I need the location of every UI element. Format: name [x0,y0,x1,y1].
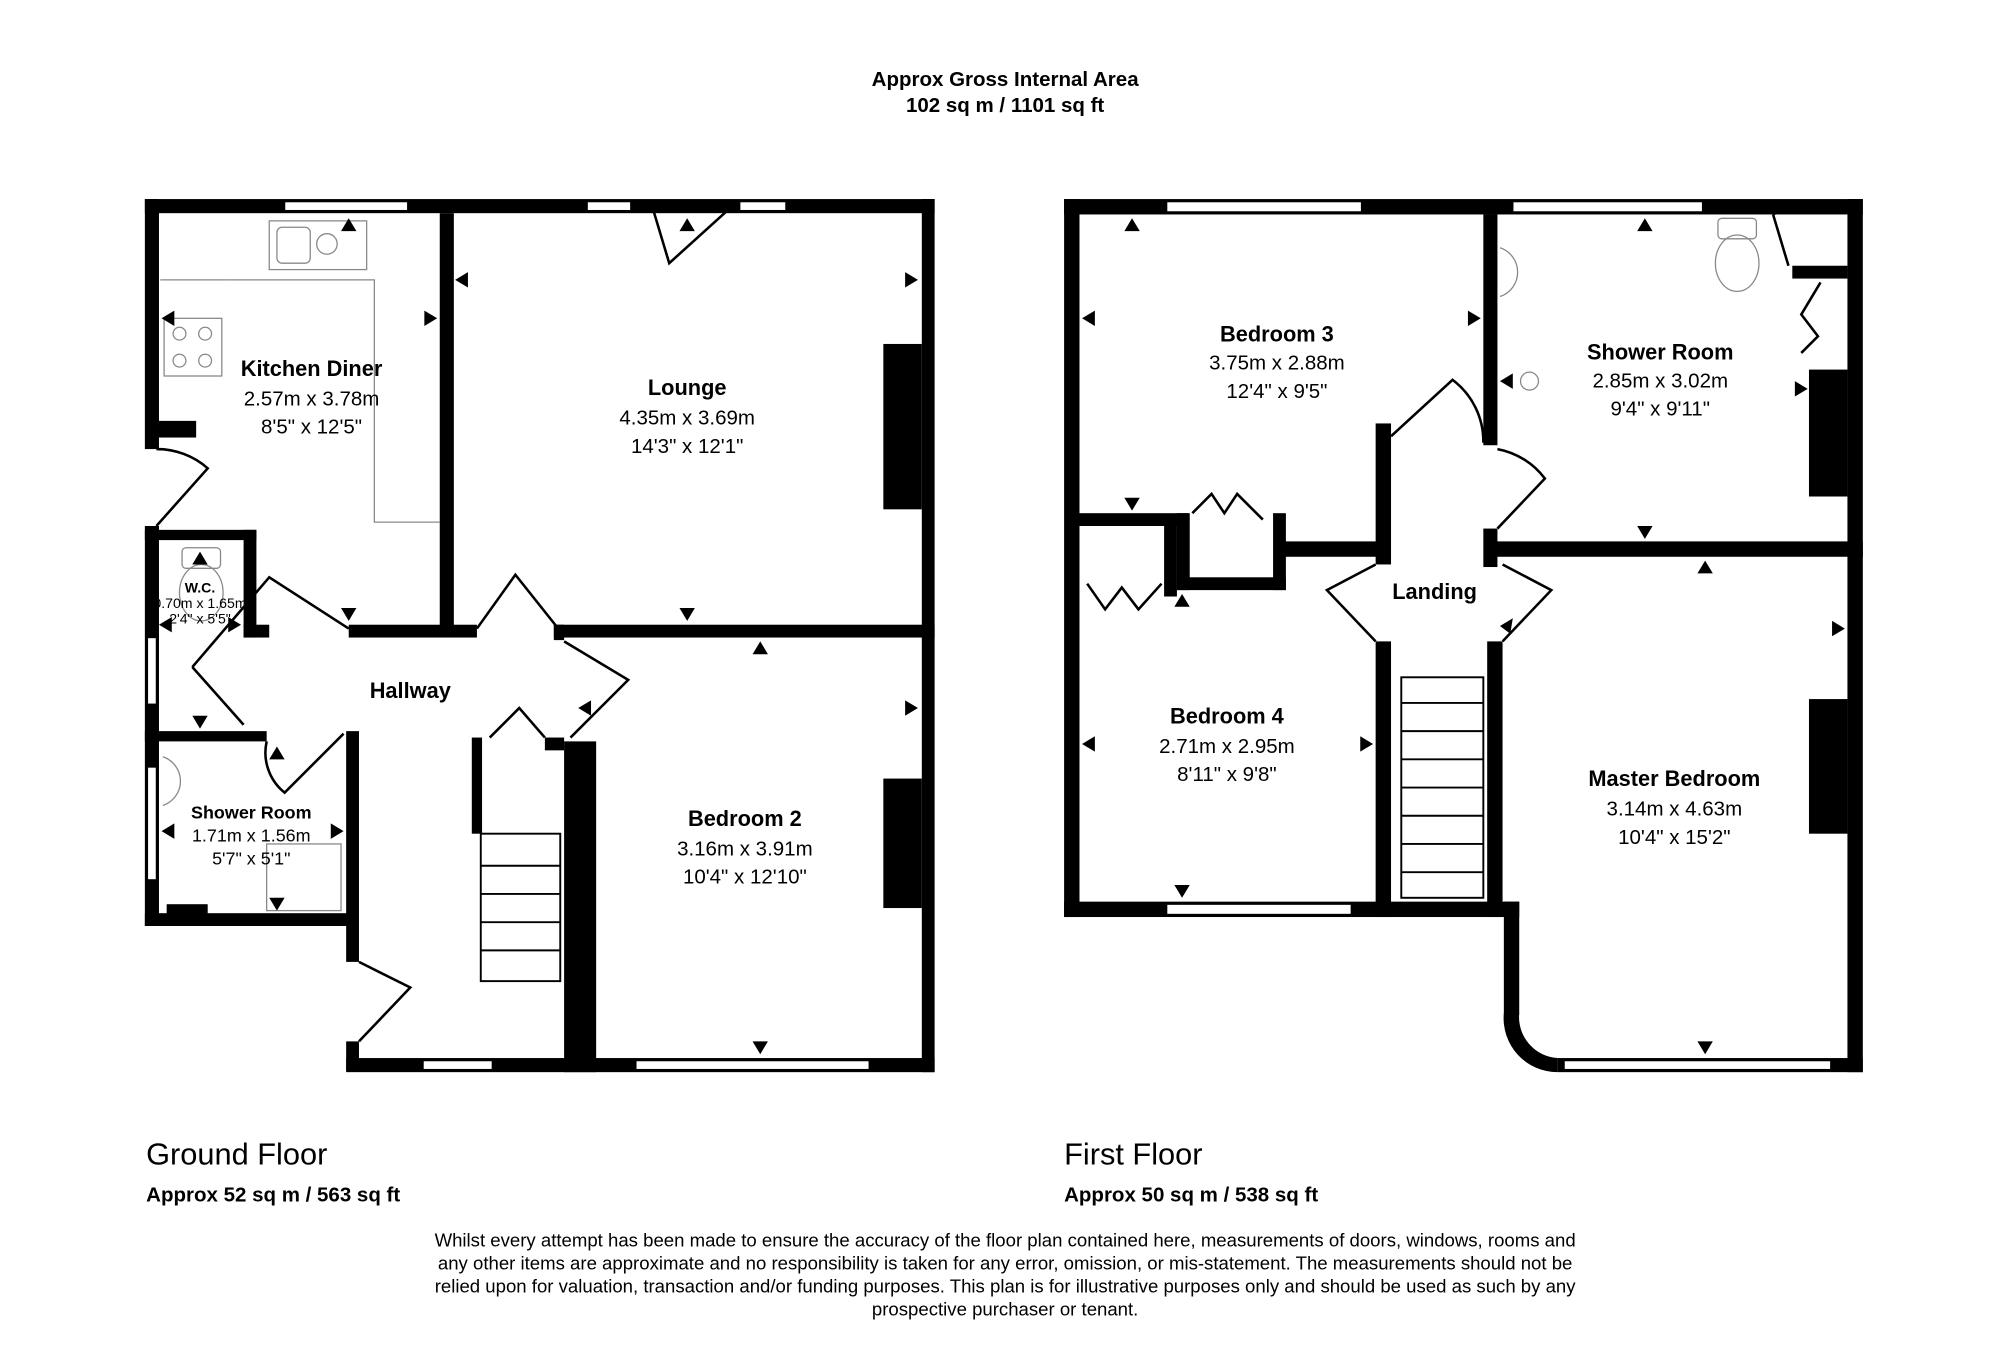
room-wc: W.C. 0.70m x 1.65m 2'4" x 5'5" [153,580,246,627]
toilet-icon [181,547,222,569]
gross-area-value: 102 sq m / 1101 sq ft [906,94,1104,117]
svg-text:8'5" x 12'5": 8'5" x 12'5" [261,416,362,439]
svg-text:1.71m x 1.56m: 1.71m x 1.56m [192,825,311,845]
shower-tray-icon [266,843,342,912]
basin-icon [162,756,182,807]
svg-text:prospective purchaser or tenan: prospective purchaser or tenant. [872,1299,1138,1320]
toilet-icon [1717,217,1758,240]
basin-icon [1499,247,1519,298]
stairs [1400,676,1485,899]
room-shower-room-ground: Shower Room 1.71m x 1.56m 5'7" x 5'1" [191,802,312,868]
sink-icon [268,220,368,271]
svg-text:Shower Room: Shower Room [191,802,312,822]
svg-text:8'11" x 9'8": 8'11" x 9'8" [1177,763,1277,786]
svg-text:Lounge: Lounge [648,375,727,400]
svg-text:10'4" x 12'10": 10'4" x 12'10" [683,866,807,889]
svg-text:3.75m x 2.88m: 3.75m x 2.88m [1209,352,1345,375]
room-hallway: Hallway [370,678,451,703]
room-lounge: Lounge 4.35m x 3.69m 14'3" x 12'1" [619,375,755,458]
svg-text:2.71m x 2.95m: 2.71m x 2.95m [1159,735,1295,758]
svg-text:relied upon for valuation, tra: relied upon for valuation, transaction a… [435,1276,1577,1297]
svg-text:Bedroom 2: Bedroom 2 [688,806,802,831]
room-bedroom-4: Bedroom 4 2.71m x 2.95m 8'11" x 9'8" [1159,703,1295,786]
first-floor-area: Approx 50 sq m / 538 sq ft [1064,1184,1318,1207]
gross-area-title: Approx Gross Internal Area [872,68,1140,91]
svg-text:Shower Room: Shower Room [1587,339,1733,364]
svg-text:5'7" x 5'1": 5'7" x 5'1" [212,848,290,868]
svg-text:Kitchen Diner: Kitchen Diner [241,356,383,381]
svg-text:2.57m x 3.78m: 2.57m x 3.78m [244,387,380,410]
ground-floor-label: Ground Floor [146,1136,327,1171]
svg-text:3.16m x 3.91m: 3.16m x 3.91m [677,837,813,860]
svg-text:2.85m x 3.02m: 2.85m x 3.02m [1592,370,1728,393]
hob-icon [163,317,223,377]
svg-text:Bedroom 4: Bedroom 4 [1170,703,1284,728]
svg-text:Master Bedroom: Master Bedroom [1588,766,1760,791]
room-bedroom-3: Bedroom 3 3.75m x 2.88m 12'4" x 9'5" [1209,321,1345,402]
room-kitchen-diner: Kitchen Diner 2.57m x 3.78m 8'5" x 12'5" [241,356,383,439]
svg-text:2'4" x 5'5": 2'4" x 5'5" [169,610,231,626]
svg-text:14'3" x 12'1": 14'3" x 12'1" [631,435,743,458]
svg-text:0.70m x 1.65m: 0.70m x 1.65m [153,595,246,611]
ground-floor-area: Approx 52 sq m / 563 sq ft [146,1184,400,1207]
svg-text:12'4" x 9'5": 12'4" x 9'5" [1226,380,1327,403]
svg-text:4.35m x 3.69m: 4.35m x 3.69m [619,407,755,430]
ground-floor-plan [144,199,935,1073]
svg-text:3.14m x 4.63m: 3.14m x 4.63m [1607,798,1743,821]
room-shower-room-first: Shower Room 2.85m x 3.02m 9'4" x 9'11" [1587,339,1733,420]
room-master-bedroom: Master Bedroom 3.14m x 4.63m 10'4" x 15'… [1588,766,1760,849]
svg-text:W.C.: W.C. [185,580,216,596]
disclaimer: Whilst every attempt has been made to en… [435,1230,1577,1320]
svg-text:10'4" x 15'2": 10'4" x 15'2" [1618,826,1730,849]
svg-text:any other items are approximat: any other items are approximate and no r… [438,1253,1573,1274]
svg-text:Whilst every attempt has been: Whilst every attempt has been made to en… [435,1230,1576,1251]
room-bedroom-2: Bedroom 2 3.16m x 3.91m 10'4" x 12'10" [677,806,813,889]
room-landing: Landing [1392,579,1477,604]
first-floor-plan [1064,199,1863,1073]
svg-text:9'4" x 9'11": 9'4" x 9'11" [1610,398,1710,421]
stairs [479,832,562,983]
shower-icon [1519,371,1540,391]
svg-text:Bedroom 3: Bedroom 3 [1220,321,1334,346]
first-floor-label: First Floor [1064,1136,1202,1171]
